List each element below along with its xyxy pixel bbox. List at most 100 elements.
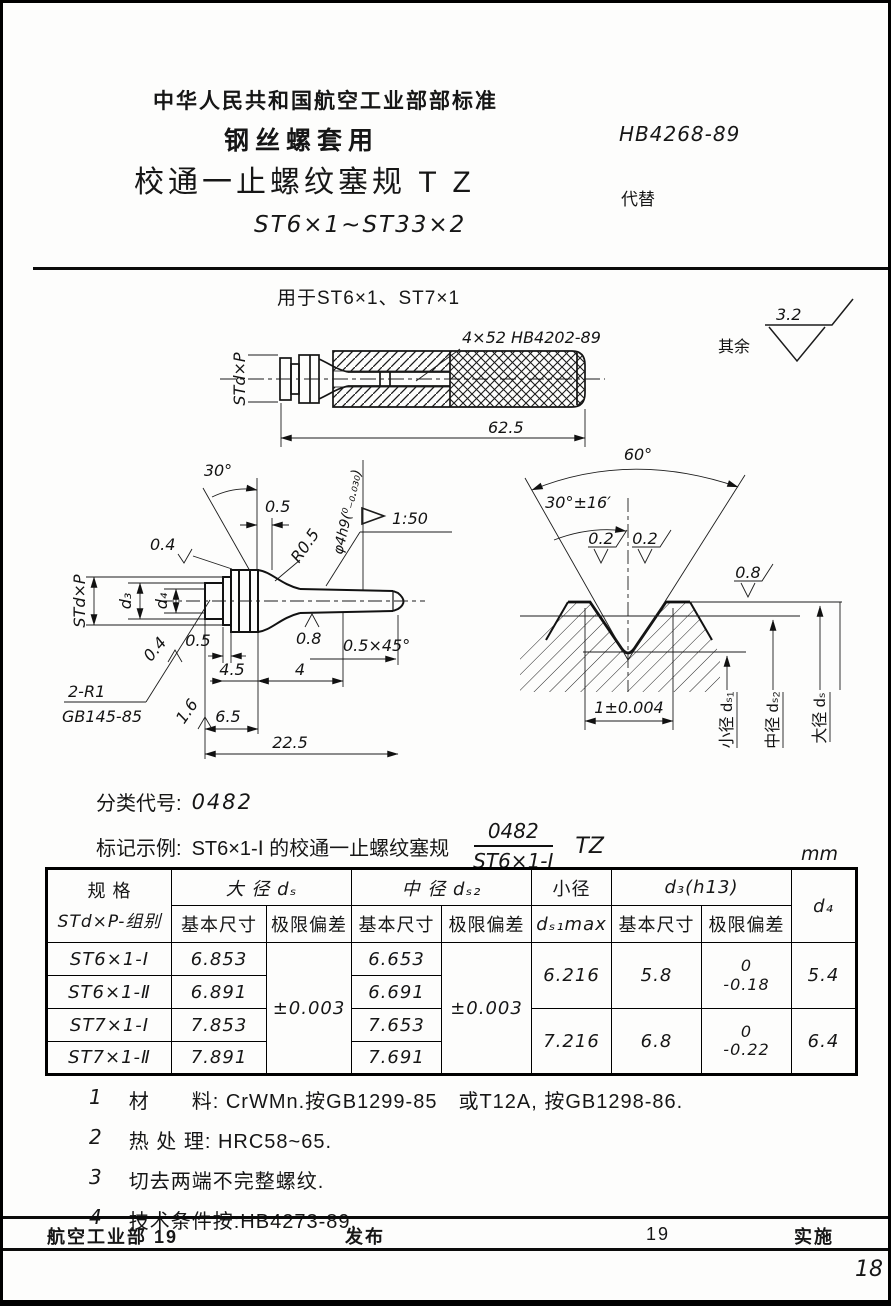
thread-size-label: STd×P — [230, 352, 249, 405]
d3-label: d₃ — [116, 593, 135, 610]
cell-d4-g2: 6.4 — [791, 1008, 857, 1075]
thread-size-label: STd×P — [70, 574, 89, 627]
cell-d3-g1: 5.8 — [611, 942, 702, 1009]
footer-implement-label: 实施 — [794, 1227, 834, 1247]
width-225-dim: 22.5 — [272, 733, 308, 752]
subheader-basic-middle: 基本尺寸 — [351, 905, 442, 943]
classification-code: 0482 — [191, 789, 254, 814]
d3dev-top: 0 — [740, 1021, 753, 1041]
cell-d3dev-g1: 0 -0.18 — [701, 942, 792, 1009]
d3dev-bottom: -0.18 — [723, 974, 770, 994]
subheader-minor-max: dₛ₁max — [531, 905, 612, 943]
minor-dia-label: 小径 dₛ₁ — [718, 692, 736, 749]
length-dim: 62.5 — [488, 418, 524, 437]
col-header-d3: d₃(h13) — [611, 868, 792, 906]
roughness-04-left: 0.4 — [139, 633, 170, 665]
classification-label: 分类代号: — [96, 793, 182, 815]
marking-example-line: 标记示例: ST6×1-Ⅰ 的校通一止螺纹塞规 0482 ST6×1-Ⅰ TZ — [96, 819, 604, 873]
subheader-dev-d3: 极限偏差 — [701, 905, 792, 943]
gauge-overview-drawing: 62.5 STd×P 4×52 HB4202-89 其余 3.2 — [220, 298, 854, 447]
spec-header-line2: STd×P-组别 — [57, 911, 162, 932]
fillet-ref-label: 2-R1 — [68, 682, 105, 701]
footer-year: 19 — [646, 1224, 671, 1244]
pitch-dim: 1±0.004 — [594, 698, 663, 717]
diameter-dim: φ4h9(⁰₋₀.₀₃₀) — [330, 468, 365, 556]
marking-example-text: ST6×1-Ⅰ 的校通一止螺纹塞规 — [191, 837, 450, 860]
cell-minor-g1: 6.216 — [531, 942, 612, 1009]
gauge-dimension-lines — [220, 298, 854, 447]
note-text: 热 处 理: HRC58~65. — [128, 1131, 333, 1153]
gb-standard-ref: GB145-85 — [62, 707, 142, 726]
subheader-basic-major: 基本尺寸 — [171, 905, 267, 943]
footer-issuer: 航空工业部 19 — [47, 1227, 179, 1247]
marking-suffix: TZ — [575, 833, 604, 859]
cell-middle: 6.691 — [351, 975, 442, 1009]
note-number: 2 — [89, 1125, 103, 1149]
replaces-label: 代替 — [621, 190, 655, 209]
footer-publish-label: 发布 — [345, 1227, 385, 1247]
roughness-08: 0.8 — [296, 629, 321, 648]
d4-label: d₄ — [152, 592, 171, 609]
cell-d4-g1: 5.4 — [791, 942, 857, 1009]
standard-org-title: 中华人民共和国航空工业部部标准 — [153, 90, 498, 113]
width-65-dim: 6.5 — [215, 707, 240, 726]
footer-divider-bottom — [3, 1248, 888, 1251]
cell-middle: 7.691 — [351, 1041, 442, 1075]
roughness-02-right: 0.2 — [632, 529, 657, 548]
thread-profile-drawing: 60° 30°±16′ 0.2 0.2 0.8 1±0.004 小径 dₛ₁ 中… — [520, 445, 842, 749]
classification-line: 分类代号: 0482 — [96, 787, 253, 816]
table-row: ST7×1-Ⅰ 7.853 7.653 7.216 6.8 0 -0.22 6.… — [46, 1008, 857, 1075]
width-05-dim: 0.5 — [185, 631, 210, 650]
standard-title: 校通一止螺纹塞规 T Z — [134, 166, 475, 199]
unit-label: mm — [801, 843, 839, 865]
pitch-dia-label: 中径 dₛ₂ — [764, 691, 782, 749]
taper-ratio: 1:50 — [392, 509, 428, 528]
cell-major: 7.891 — [171, 1041, 267, 1075]
notes-block: 1 材 料: CrWMn.按GB1299-85 或T12A, 按GB1298-8… — [89, 1085, 849, 1245]
gauge-tip-detail-drawing: 30° 0.5 R0.5 φ4h9(⁰₋₀.₀₃₀) 1:50 0.4 STd×… — [62, 460, 452, 759]
roughness-02-left: 0.2 — [588, 529, 613, 548]
table-row: ST7×1-Ⅱ 7.891 7.691 — [46, 1041, 857, 1075]
cell-middle: 7.653 — [351, 1008, 442, 1042]
spec-table: 规 格 STd×P-组别 大 径 dₛ 中 径 dₛ₂ 小径 d₃(h13) d… — [45, 867, 858, 1076]
cell-d3dev-g2: 0 -0.22 — [701, 1008, 792, 1075]
roughness-other-value: 3.2 — [776, 305, 801, 324]
note-number: 1 — [89, 1085, 103, 1109]
subheader-basic-d3: 基本尺寸 — [611, 905, 702, 943]
col-header-middle: 中 径 dₛ₂ — [351, 868, 532, 906]
header-divider — [33, 267, 888, 270]
part-ref-label: 4×52 HB4202-89 — [462, 328, 601, 347]
cell-major: 6.853 — [171, 942, 267, 976]
col-header-spec: 规 格 STd×P-组别 — [46, 868, 172, 943]
col-header-minor: 小径 — [531, 868, 612, 906]
cell-middle: 6.653 — [351, 942, 442, 976]
width-4-dim: 4 — [295, 660, 305, 679]
cell-spec: ST7×1-Ⅰ — [46, 1008, 172, 1042]
major-dia-label: 大径 dₛ — [811, 692, 829, 743]
marking-fraction-top: 0482 — [473, 819, 553, 847]
note-text: 材 料: CrWMn.按GB1299-85 或T12A, 按GB1298-86. — [128, 1091, 684, 1113]
note-text: 切去两端不完整螺纹. — [128, 1171, 325, 1193]
subheader-dev-major: 极限偏差 — [266, 905, 352, 943]
cell-minor-g2: 7.216 — [531, 1008, 612, 1075]
cell-dev-major: ±0.003 — [266, 942, 352, 1075]
col-header-major: 大 径 dₛ — [171, 868, 352, 906]
d3dev-bottom: -0.22 — [723, 1040, 770, 1059]
cell-major: 6.891 — [171, 975, 267, 1009]
marking-fraction: 0482 ST6×1-Ⅰ — [473, 819, 553, 873]
roughness-16: 1.6 — [172, 695, 202, 727]
spec-header-line1: 规 格 — [87, 880, 132, 901]
drawing1-caption: 用于ST6×1、ST7×1 — [277, 288, 461, 309]
cell-major: 7.853 — [171, 1008, 267, 1042]
cell-spec: ST6×1-Ⅱ — [46, 975, 172, 1009]
roughness-other-icon — [765, 298, 854, 363]
roughness-04-top: 0.4 — [150, 535, 175, 554]
roughness-other-prefix: 其余 — [718, 337, 750, 356]
roughness-08: 0.8 — [735, 563, 760, 582]
angle-30-tol-dim: 30°±16′ — [545, 493, 611, 512]
width-05-top-dim: 0.5 — [265, 497, 290, 516]
table-row: ST6×1-Ⅰ 6.853 ±0.003 6.653 ±0.003 6.216 … — [46, 942, 857, 1075]
note-line: 1 材 料: CrWMn.按GB1299-85 或T12A, 按GB1298-8… — [89, 1085, 849, 1114]
chamfer-dim: 0.5×45° — [343, 636, 410, 655]
cell-dev-middle: ±0.003 — [441, 942, 532, 1075]
